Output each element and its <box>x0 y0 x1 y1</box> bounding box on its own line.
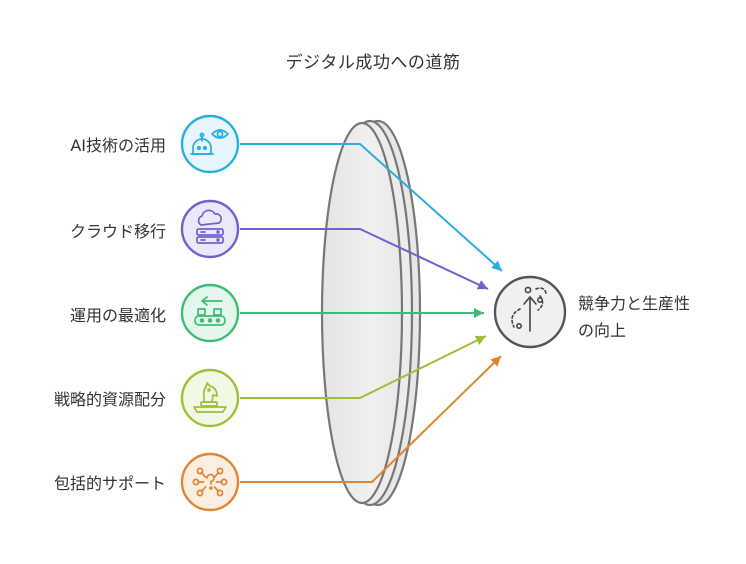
conveyor-arrow-icon <box>194 296 226 326</box>
input-label-operations: 運用の最適化 <box>69 306 166 325</box>
output-label-line2: の向上 <box>578 321 627 340</box>
robot-eye-icon <box>190 129 229 155</box>
arrowhead-cloud <box>476 280 488 290</box>
connector-support <box>240 355 502 483</box>
output-label-line1: 競争力と生産性 <box>578 294 691 313</box>
diagram-title: デジタル成功への道筋 <box>285 53 461 73</box>
output-label: 競争力と生産性 の向上 <box>578 290 690 344</box>
input-label-ai: AI技術の活用 <box>70 136 166 155</box>
input-label-support: 包括的サポート <box>53 474 166 493</box>
network-question-icon <box>192 467 228 497</box>
chess-knight-icon <box>193 382 227 413</box>
connector-ai <box>240 143 503 272</box>
arrowhead-resources <box>474 335 486 345</box>
input-node-operations <box>180 283 240 343</box>
output-node <box>493 275 567 349</box>
arrowhead-ai <box>491 260 502 271</box>
input-node-resources <box>180 368 240 428</box>
cloud-server-icon <box>196 209 224 244</box>
connector-cloud <box>240 228 489 290</box>
input-label-cloud: クラウド移行 <box>69 222 166 241</box>
arrowhead-support <box>490 356 501 367</box>
input-node-cloud <box>180 199 240 259</box>
connector-resources <box>240 335 487 399</box>
upward-growth-icon <box>511 286 547 332</box>
input-node-ai <box>180 114 240 174</box>
input-node-support <box>180 452 240 512</box>
input-label-resources: 戦略的資源配分 <box>53 390 166 409</box>
arrowhead-operations <box>474 308 484 318</box>
